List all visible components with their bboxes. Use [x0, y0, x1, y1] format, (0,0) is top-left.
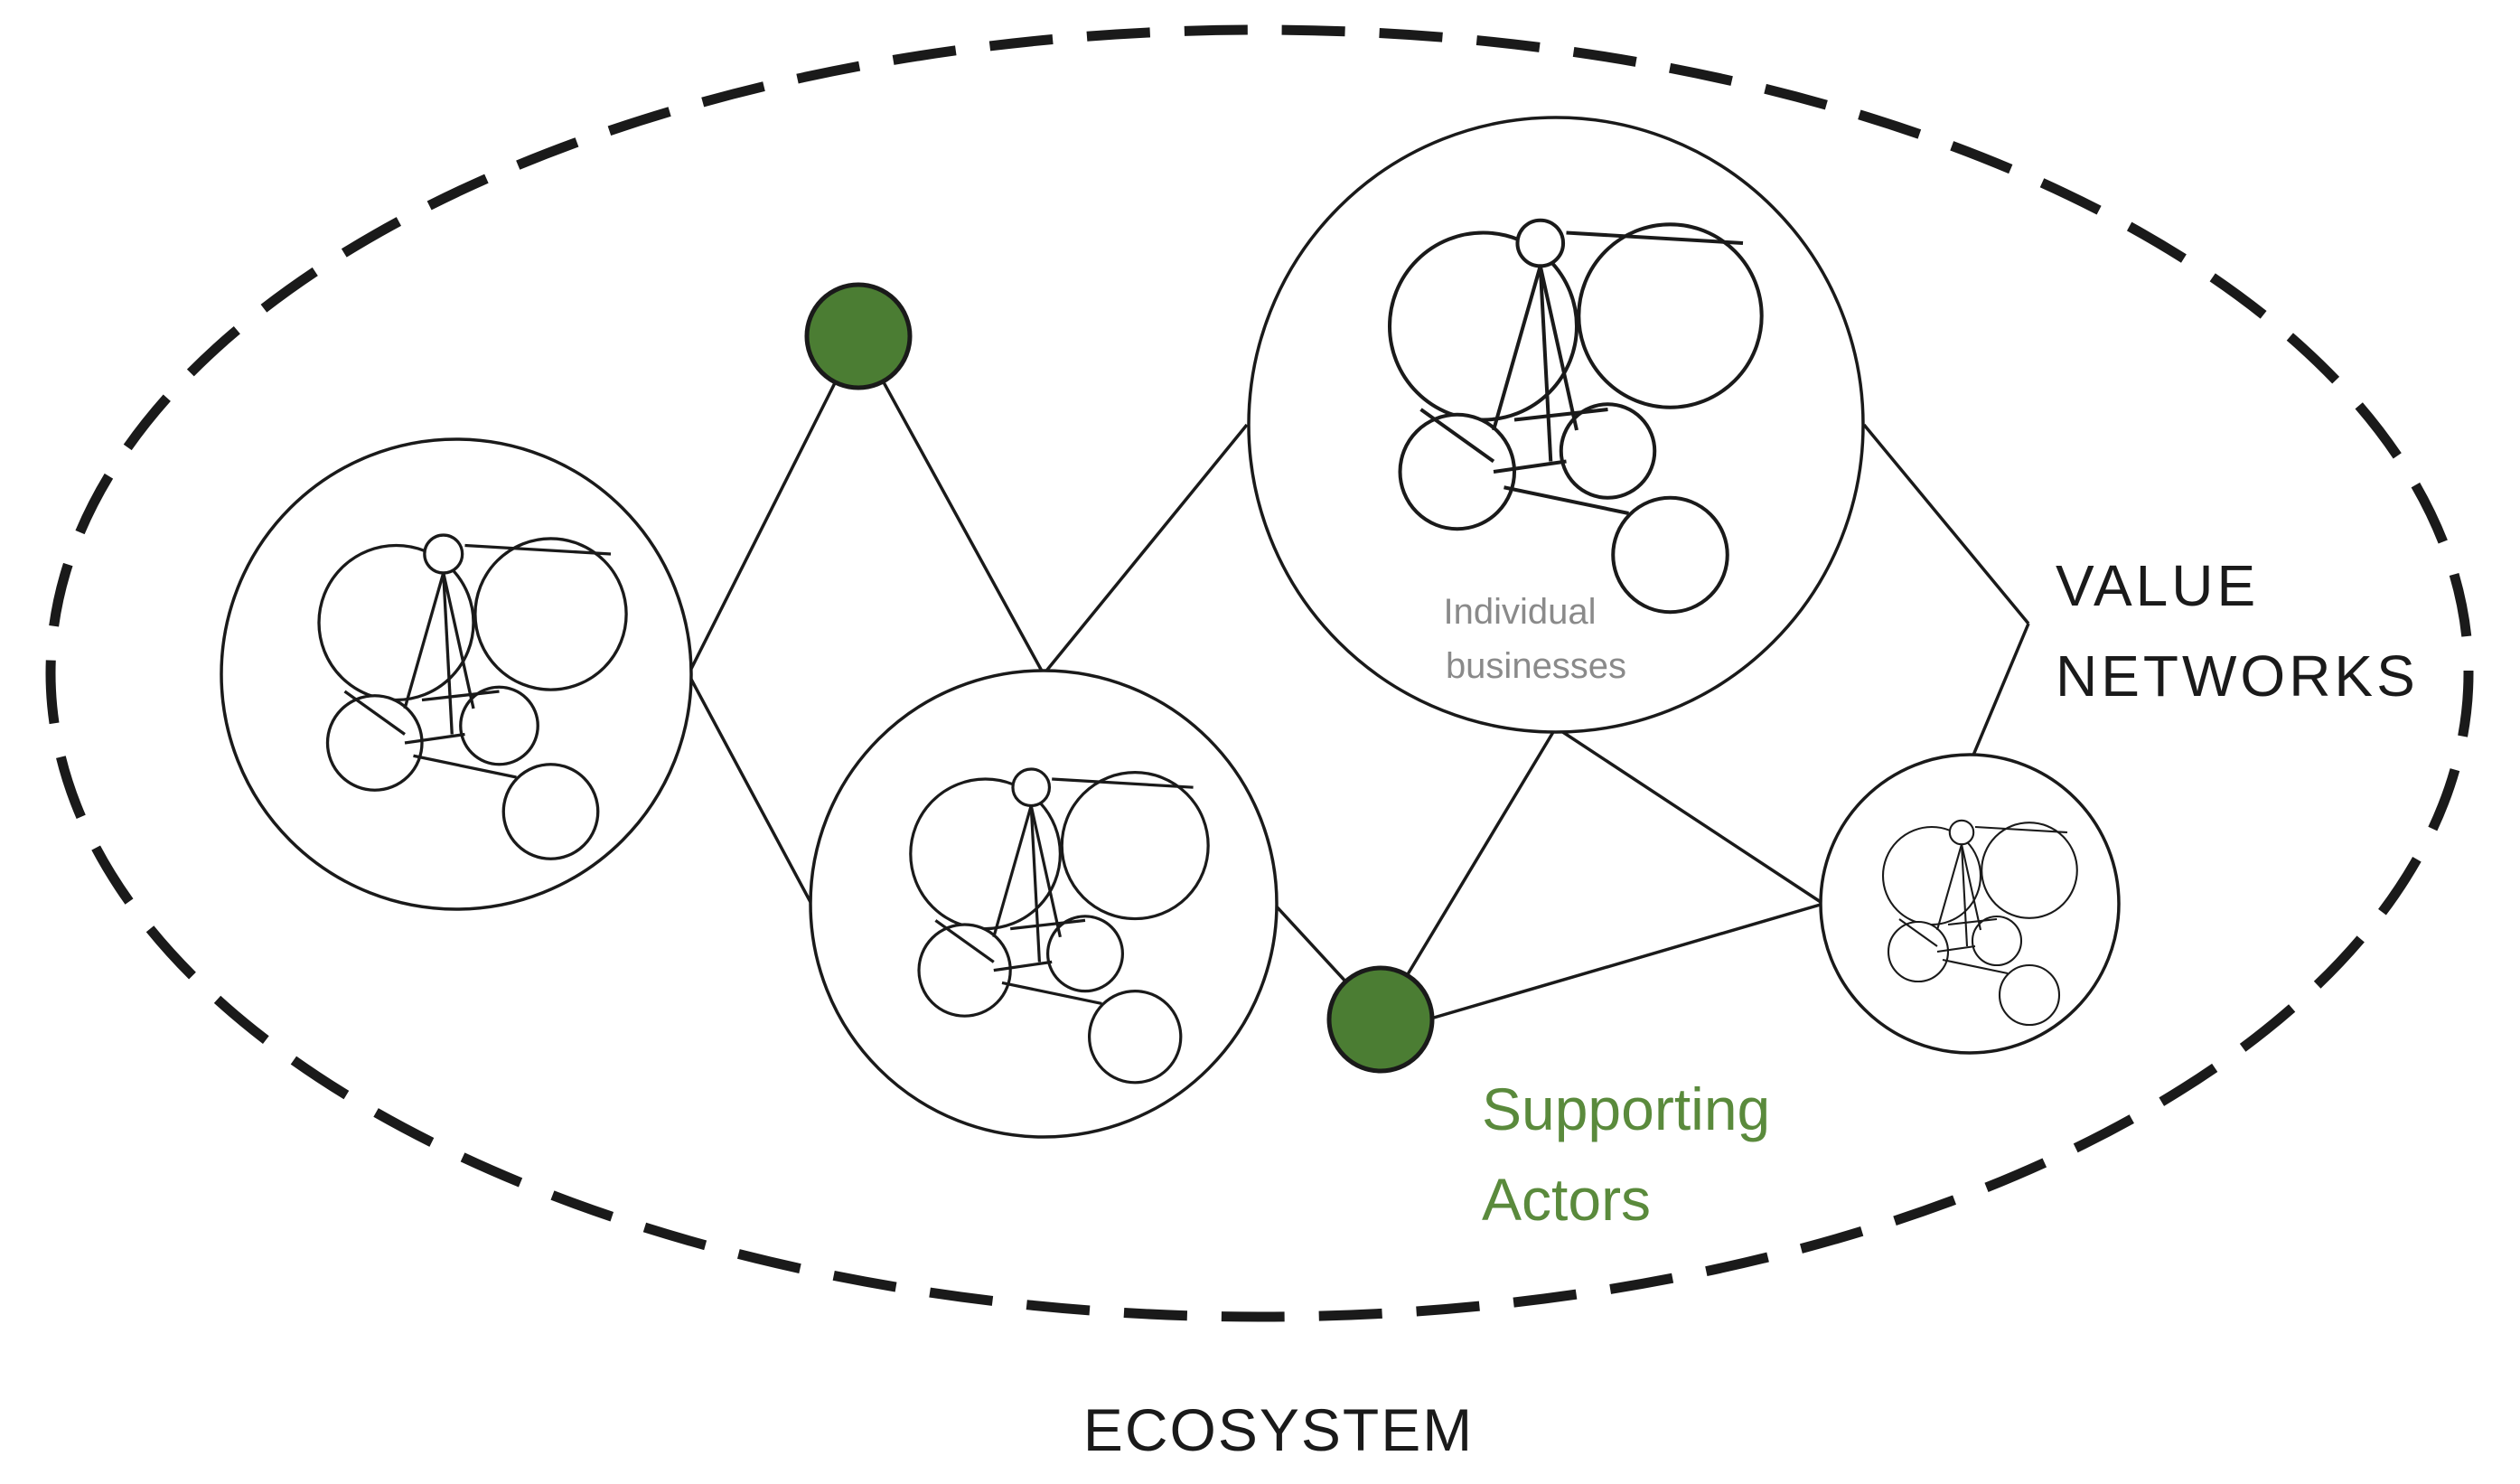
- individual-businesses-label-line1: Individual: [1443, 592, 1596, 632]
- value-network-right: [1819, 753, 2121, 1055]
- ecosystem-boundary: [45, 24, 2474, 1322]
- value-networks-label-line1: VALUE: [2056, 553, 2259, 618]
- value-network-left: [220, 437, 693, 911]
- network-links: [687, 335, 2030, 1021]
- supporting-actors-label-line2: Actors: [1482, 1166, 1651, 1233]
- ecosystem-title: ECOSYSTEM: [1083, 1396, 1474, 1463]
- supporting-actors-label-line1: Supporting: [1482, 1075, 1770, 1142]
- individual-businesses-label-line2: businesses: [1446, 646, 1626, 686]
- value-networks-label-line2: NETWORKS: [2056, 643, 2419, 709]
- supporting-actor-top: [804, 282, 913, 390]
- value-network-top-right: Individual businesses: [1247, 116, 1865, 734]
- value-network-center-bottom: [809, 669, 1279, 1139]
- supporting-actor-bottom: [1326, 965, 1435, 1074]
